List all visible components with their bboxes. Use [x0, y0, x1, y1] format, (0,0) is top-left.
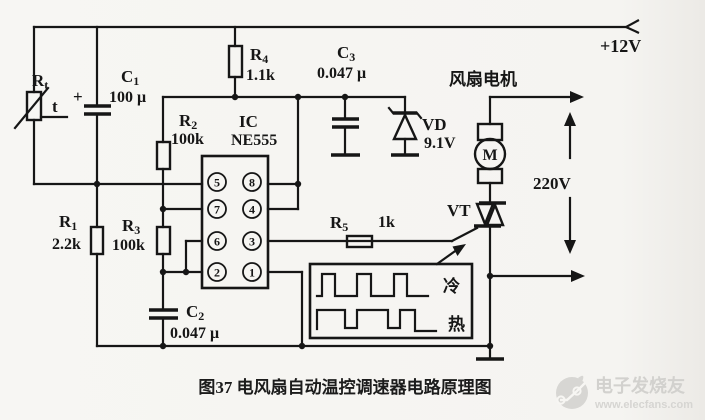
cold-label: 冷: [443, 276, 460, 296]
waveform-box: [308, 262, 474, 340]
r1-value: 2.2k: [52, 236, 81, 253]
r4-value: 1.1k: [246, 67, 275, 84]
thermistor-branch: [13, 25, 204, 186]
c2-value: 0.047 μ: [170, 325, 219, 342]
c1-polarity-mark: +: [73, 87, 83, 106]
r2-label: R2: [179, 111, 197, 132]
motor-brush-top: [476, 122, 504, 142]
ic-pin-2: 2: [207, 262, 227, 282]
r4-label: R4: [250, 45, 268, 66]
fan-motor-label: 风扇电机: [449, 69, 517, 89]
r1-body: [89, 225, 105, 256]
ic-pin-8: 8: [242, 172, 262, 192]
svg-text:2: 2: [214, 266, 220, 280]
figure-caption: 图37 电风扇自动温控调速器电路原理图: [198, 377, 491, 397]
r5-value: 1k: [378, 214, 395, 231]
c1-value: 100 μ: [109, 89, 146, 106]
triac-triangle-up: [485, 201, 505, 227]
zener-triangle: [392, 112, 418, 141]
supply-voltage-label: +12V: [600, 36, 641, 56]
junction-dots: [93, 93, 494, 350]
ic-body: [200, 154, 270, 290]
waveform-inset: 冷 热: [308, 244, 474, 340]
r2-body: [155, 140, 172, 171]
cold-waveform: [315, 272, 430, 298]
thermistor-diagonal: [13, 86, 50, 130]
triac-triangle-down: [475, 202, 495, 228]
fan-output-arrow-icon: [570, 91, 584, 103]
vd-value: 9.1V: [424, 135, 456, 152]
power-rail-top: [32, 19, 640, 34]
motor-brush-bottom: [476, 167, 504, 185]
hot-label: 热: [448, 314, 465, 334]
ic-ne555: 5 8 7 4 6 3 2 1: [200, 154, 270, 290]
r1-label: R1: [59, 212, 77, 233]
mains-down-arrow-icon: [564, 240, 576, 254]
pin1-ground-wire: [266, 270, 304, 348]
r5-body: [345, 234, 374, 249]
motor-letter: M: [482, 147, 497, 164]
hot-waveform: [315, 308, 438, 333]
ic-label: IC: [239, 112, 258, 131]
watermark-url: www.elecfans.com: [594, 399, 693, 411]
r3-body: [155, 225, 172, 256]
triac-gate-wire: [450, 226, 479, 243]
pin2-pin6-tie: [161, 207, 204, 274]
vcc-pin-wires: [266, 95, 300, 211]
svg-text:4: 4: [249, 203, 255, 217]
mains-up-arrow-icon: [564, 112, 576, 126]
timing-chain: [149, 95, 407, 348]
c3-branch: [331, 95, 360, 157]
r2-value: 100k: [171, 131, 204, 148]
annotation-arrow-shaft: [435, 247, 460, 266]
svg-text:7: 7: [214, 203, 220, 217]
svg-text:8: 8: [249, 176, 255, 190]
svg-text:5: 5: [214, 176, 220, 190]
svg-text:3: 3: [249, 235, 255, 249]
triac: [450, 201, 506, 348]
rt-temp-mark: t: [52, 97, 58, 116]
r4-branch: [227, 25, 244, 99]
ic-pin-4: 4: [242, 199, 262, 219]
mains-voltage-label: 220V: [533, 174, 572, 193]
vt-label: VT: [447, 201, 471, 220]
r4-body: [227, 44, 244, 79]
mains-output-arrow-icon: [571, 270, 585, 282]
rt-label: Rt: [32, 71, 48, 92]
annotation-arrow-icon: [452, 244, 466, 256]
motor-branch: [473, 91, 584, 205]
c3-label: C3: [337, 43, 355, 64]
zener-branch: [387, 95, 423, 157]
supply-terminal-icon: [623, 19, 640, 34]
ic-pin-5: 5: [207, 172, 227, 192]
mains-span-arrows: [564, 112, 576, 254]
ic-part-number: NE555: [231, 132, 277, 149]
ic-pin-7: 7: [207, 199, 227, 219]
watermark: 电子发烧友 www.elecfans.com: [556, 375, 693, 411]
vd-label: VD: [422, 115, 447, 134]
watermark-brand: 电子发烧友: [595, 375, 685, 396]
c1-r1-branch: [84, 25, 111, 348]
c2-label: C2: [186, 302, 204, 323]
r3-label: R3: [122, 216, 140, 237]
svg-text:6: 6: [214, 235, 220, 249]
ic-pin-3: 3: [242, 231, 262, 251]
c3-value: 0.047 μ: [317, 65, 366, 82]
mains-node: [488, 270, 585, 282]
gate-branch: [266, 234, 454, 249]
c1-label: C1: [121, 67, 139, 88]
r3-value: 100k: [112, 237, 145, 254]
ic-pin-6: 6: [207, 231, 227, 251]
r5-label: R5: [330, 213, 348, 234]
svg-text:1: 1: [249, 266, 255, 280]
ic-pin-1: 1: [242, 262, 262, 282]
